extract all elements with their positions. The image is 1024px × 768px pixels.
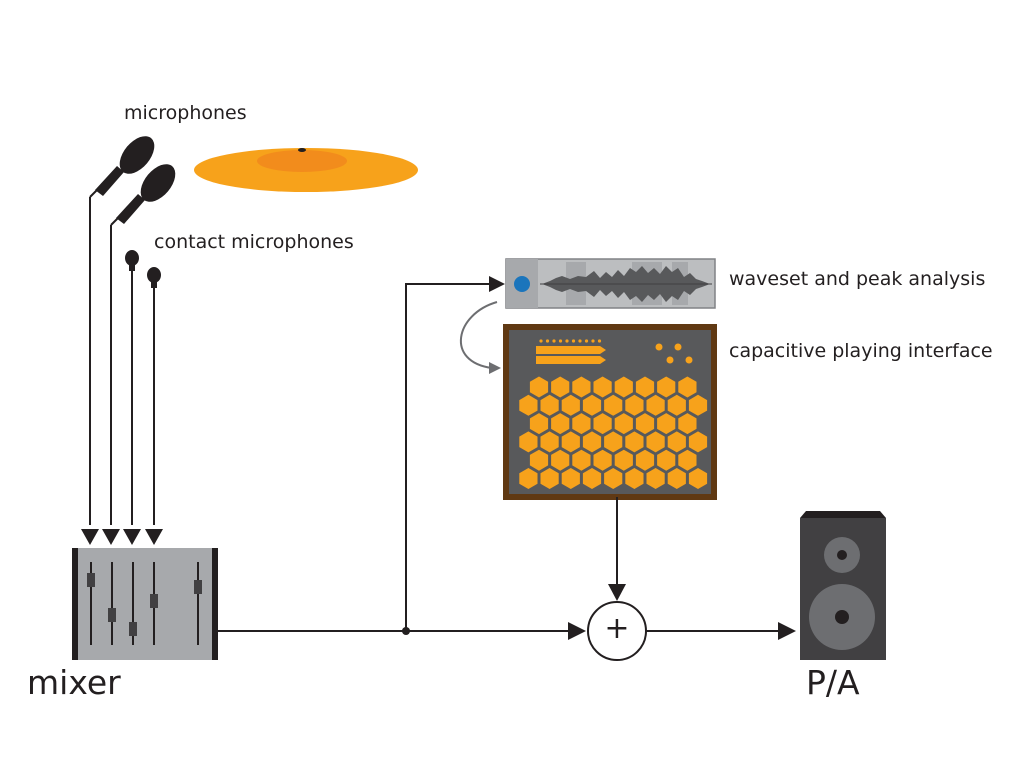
- hex-pad: [635, 376, 655, 398]
- hex-pad: [551, 376, 570, 398]
- hex-pad: [646, 431, 665, 453]
- hex-pad: [688, 468, 708, 489]
- hex-pad: [519, 394, 538, 416]
- interface-dot: [578, 339, 582, 343]
- pa-label: P/A: [806, 663, 860, 702]
- hex-pad: [593, 449, 612, 471]
- hex-pad: [540, 394, 559, 416]
- speaker-icon: [800, 511, 886, 660]
- hex-pad: [667, 468, 686, 489]
- hex-pad: [561, 431, 580, 453]
- analysis-branch-line: [405, 276, 505, 631]
- cymbal-icon: [194, 148, 418, 192]
- hex-pad: [688, 431, 708, 453]
- hex-pad: [582, 394, 602, 416]
- mixer-input-arrows: [81, 529, 163, 545]
- capacitive-interface-label: capacitive playing interface: [729, 340, 993, 362]
- microphones-label: microphones: [124, 102, 247, 124]
- contact-microphone-icon: [147, 267, 161, 525]
- hex-pad: [572, 376, 591, 398]
- hex-pad: [593, 413, 612, 435]
- hex-pad: [667, 431, 686, 453]
- mixer-label: mixer: [27, 663, 121, 702]
- hex-pad: [540, 468, 559, 489]
- hex-pad: [551, 413, 570, 435]
- mixer-output-line: [218, 622, 586, 640]
- interface-dot: [597, 339, 602, 343]
- hex-pad: [582, 431, 602, 453]
- sum-output-line: [646, 622, 796, 640]
- hex-pad: [582, 468, 602, 489]
- interface-dot: [571, 339, 576, 343]
- sum-symbol: +: [604, 611, 630, 646]
- hex-pad: [657, 449, 676, 471]
- interface-dot: [545, 339, 550, 343]
- interface-output-line: [608, 497, 626, 601]
- microphone-icon: [89, 136, 155, 525]
- hex-pad: [678, 413, 697, 435]
- hex-pad: [625, 468, 644, 489]
- hex-pad: [657, 413, 676, 435]
- mixer-icon: [72, 548, 218, 660]
- hex-pad: [604, 431, 623, 453]
- hex-pad: [604, 468, 623, 489]
- contact-microphone-icon: [125, 250, 139, 525]
- hex-pad: [529, 376, 549, 398]
- hex-pad: [635, 449, 655, 471]
- hex-pad: [657, 376, 676, 398]
- hex-pad: [667, 394, 686, 416]
- hex-pad: [614, 449, 633, 471]
- hex-pad: [678, 449, 697, 471]
- interface-dot: [558, 339, 563, 343]
- hex-pad: [614, 376, 633, 398]
- hex-pad: [625, 394, 644, 416]
- interface-dot: [591, 339, 595, 343]
- hex-pad: [625, 431, 644, 453]
- hex-pad-interface-icon: [503, 324, 717, 500]
- hex-pad: [614, 413, 633, 435]
- hex-pad: [604, 394, 623, 416]
- microphone-icon: [110, 164, 176, 525]
- hex-pad: [635, 413, 655, 435]
- hex-pad: [561, 394, 580, 416]
- contact-microphones-label: contact microphones: [154, 231, 354, 253]
- interface-dot: [552, 339, 556, 343]
- hex-pad: [540, 431, 559, 453]
- hex-pad: [593, 376, 612, 398]
- hex-pad: [646, 394, 665, 416]
- hex-pad: [572, 449, 591, 471]
- hex-pad: [519, 431, 538, 453]
- interface-dot: [565, 339, 569, 343]
- hex-pad: [529, 413, 549, 435]
- hex-pad: [572, 413, 591, 435]
- hex-pad: [529, 449, 549, 471]
- interface-dot: [539, 339, 543, 343]
- hex-pad: [688, 394, 708, 416]
- hex-pad: [678, 376, 697, 398]
- interface-dot: [584, 339, 589, 343]
- hex-pad: [561, 468, 580, 489]
- waveform-icon: [505, 258, 716, 309]
- feedback-arrow: [460, 301, 501, 374]
- hex-pad: [551, 449, 570, 471]
- hex-pad: [519, 468, 538, 489]
- hex-pad: [646, 468, 665, 489]
- waveset-analysis-label: waveset and peak analysis: [729, 268, 986, 290]
